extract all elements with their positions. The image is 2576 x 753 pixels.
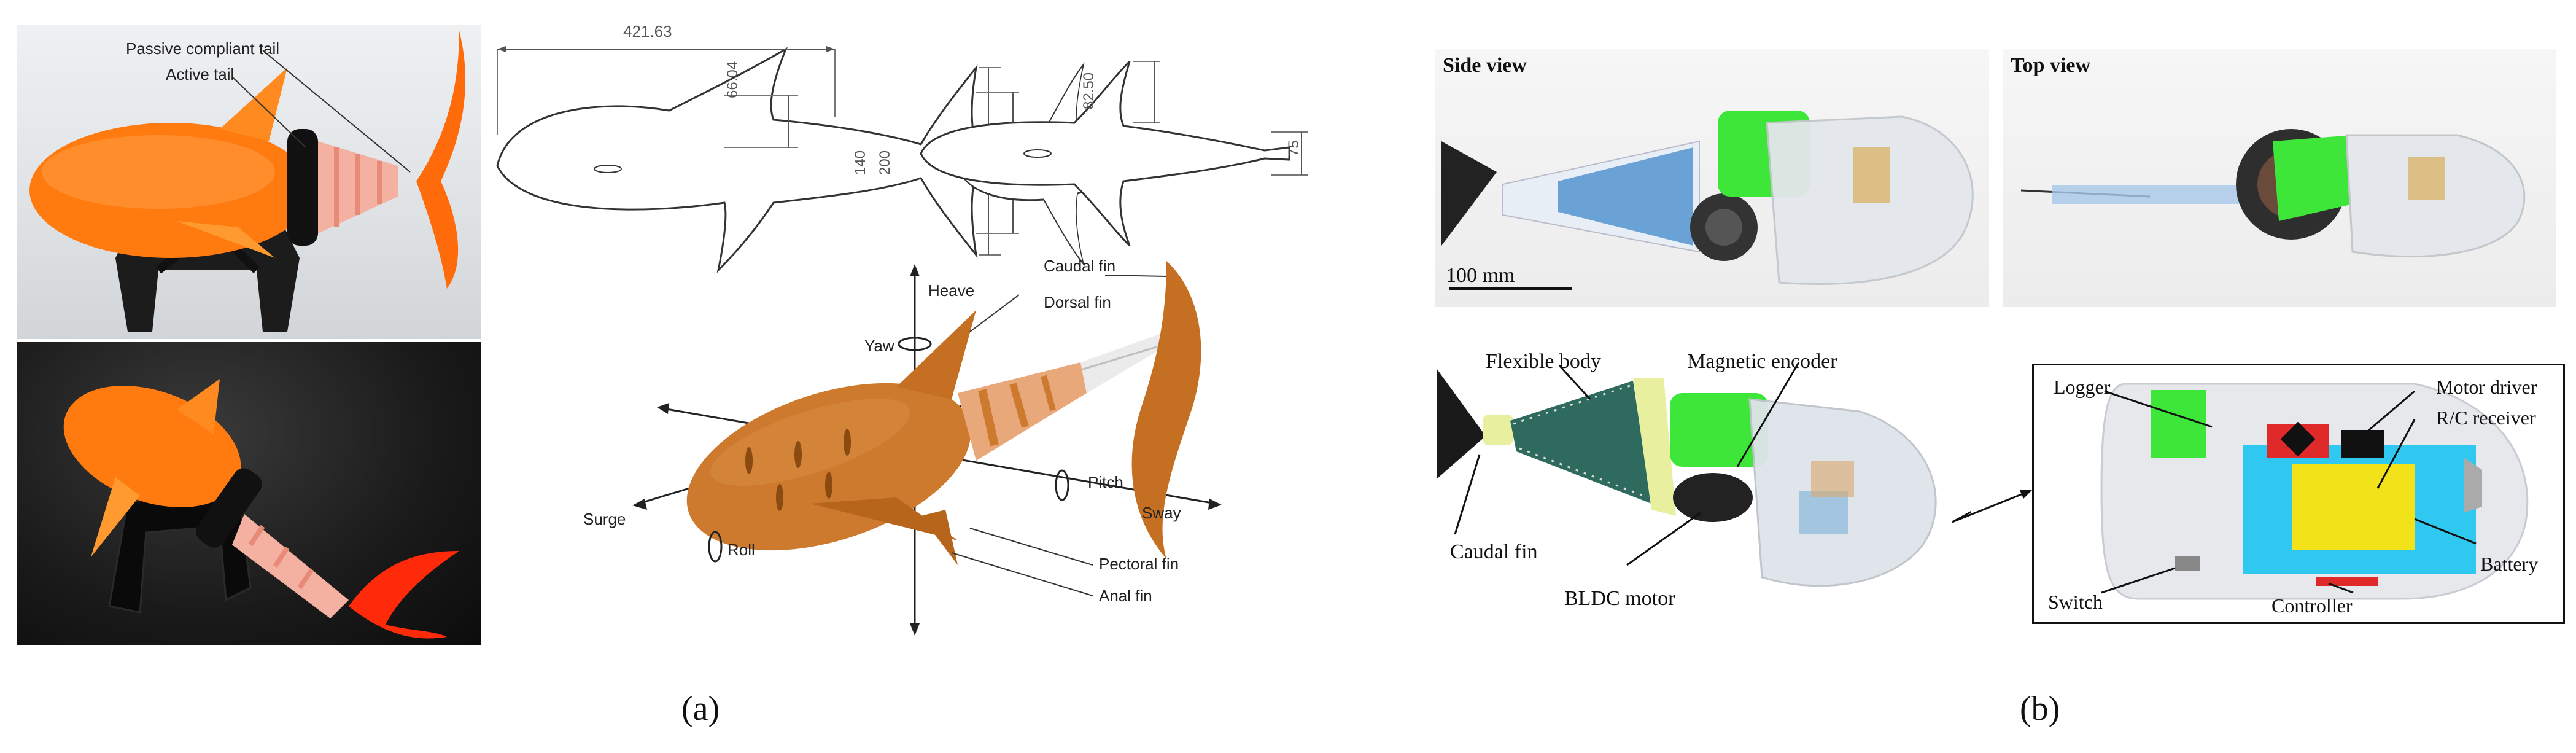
- axis-heave: Heave: [928, 281, 975, 300]
- axis-roll: Roll: [727, 540, 755, 559]
- dim-top-width: 75: [1286, 140, 1302, 157]
- axis-surge: Surge: [583, 510, 626, 528]
- fin-anal: Anal fin: [1099, 587, 1152, 605]
- label-controller: Controller: [2271, 595, 2353, 617]
- axis-yaw: Yaw: [864, 337, 894, 355]
- dim-body-height: 140: [852, 150, 869, 175]
- render-components: [1437, 362, 1971, 587]
- dim-tail-span: 200: [877, 150, 893, 175]
- label-side-view: Side view: [1443, 54, 1527, 77]
- label-motor-driver: Motor driver: [2436, 376, 2537, 398]
- robot-shark-photo-illustration: [29, 31, 465, 332]
- label-top-view: Top view: [2011, 54, 2091, 77]
- dim-top-fin: 82.50: [1080, 72, 1097, 109]
- fin-dorsal: Dorsal fin: [1044, 293, 1111, 311]
- label-logger: Logger: [2054, 376, 2111, 398]
- label-flexible-body: Flexible body: [1486, 350, 1601, 373]
- label-battery: Battery: [2480, 553, 2539, 575]
- side-view-illustration: [1441, 111, 1974, 290]
- axis-pitch: Pitch: [1088, 473, 1123, 491]
- label-bldc-motor: BLDC motor: [1564, 587, 1675, 610]
- caption-b: (b): [2020, 690, 2060, 728]
- caption-a: (a): [681, 690, 720, 728]
- label-switch: Switch: [2048, 591, 2103, 613]
- dim-dorsal-height: 66.04: [724, 61, 741, 98]
- label-active-tail: Active tail: [166, 65, 235, 84]
- inset-internal-components: [2032, 364, 2565, 624]
- inset-arrow: [1952, 490, 2032, 523]
- photo-top-view: [2003, 49, 2556, 307]
- label-rc-receiver: R/C receiver: [2436, 407, 2536, 429]
- label-magnetic-encoder: Magnetic encoder: [1687, 350, 1837, 373]
- fin-pectoral: Pectoral fin: [1099, 555, 1179, 573]
- axis-sway: Sway: [1142, 504, 1181, 522]
- label-caudal-fin: Caudal fin: [1450, 540, 1538, 563]
- render-3d-axes: [632, 261, 1222, 636]
- top-view-illustration: [2020, 129, 2526, 258]
- label-passive-compliant-tail: Passive compliant tail: [126, 39, 279, 58]
- photo-robot-shark-side: [17, 25, 481, 339]
- photo-robot-shark-dark: [17, 342, 481, 645]
- robot-shark-dark-photo-illustration: [63, 379, 459, 639]
- scale-bar-label: 100 mm: [1446, 264, 1515, 287]
- photo-side-view: [1435, 49, 1989, 307]
- inset-illustration: [2100, 383, 2529, 600]
- cad-top-view: [920, 60, 1308, 247]
- dim-length: 421.63: [623, 22, 672, 41]
- fin-caudal: Caudal fin: [1044, 257, 1116, 275]
